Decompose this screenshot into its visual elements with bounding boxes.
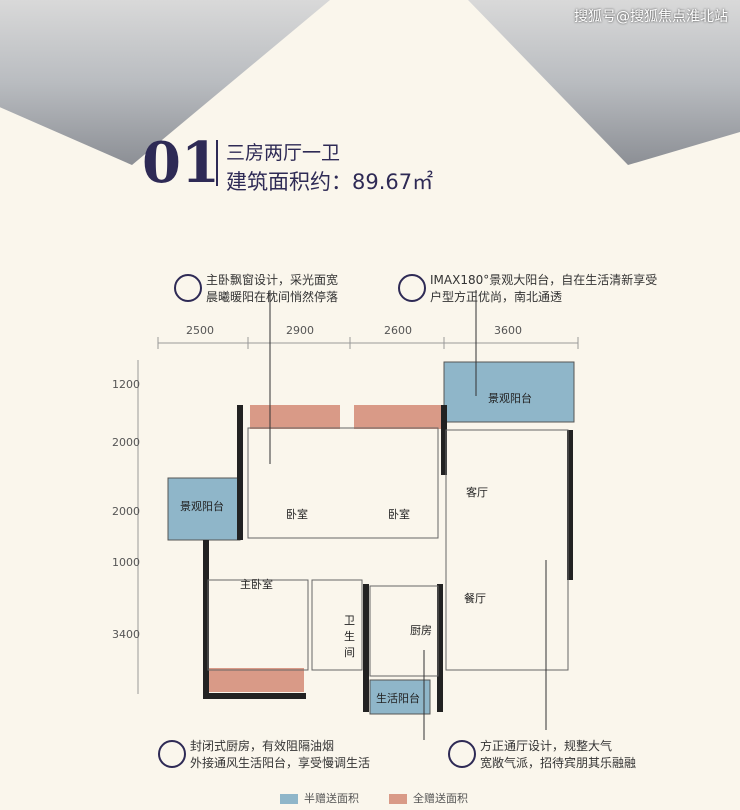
note-master: 主卧飘窗设计，采光面宽晨曦暖阳在枕间悄然停落 [174,272,338,306]
view-balcony-top [443,361,575,423]
area-title: 建筑面积约：89.67㎡ [226,170,434,194]
layout-title: 三房两厅一卫 [226,142,341,164]
note-kitchen: 封闭式厨房，有效阻隔油烟外接通风生活阳台，享受慢调生活 [158,738,370,772]
bay-window-1 [250,405,340,429]
legend-full: 全赠送面积 [389,790,468,806]
view-balcony-left [167,477,241,541]
legend-half: 半赠送面积 [280,790,359,806]
hero-banner: 搜狐号@搜狐焦点淮北站 [0,0,740,170]
window-icon [174,274,202,302]
pot-icon [158,740,186,768]
title-divider [216,140,218,186]
legend: 半赠送面积 全赠送面积 [280,790,468,806]
note-balcony: IMAX180°景观大阳台，自在生活清新享受户型方正优尚，南北通透 [398,272,657,306]
note-living: 方正通厅设计，规整大气宽敞气派，招待宾朋其乐融融 [448,738,636,772]
bay-window-2 [354,405,442,429]
sofa-icon [398,274,426,302]
bay-window-master [208,668,304,692]
unit-number: 01 [142,130,220,196]
watermark: 搜狐号@搜狐焦点淮北站 [574,9,728,25]
life-balcony [369,679,431,715]
layout-icon [448,740,476,768]
